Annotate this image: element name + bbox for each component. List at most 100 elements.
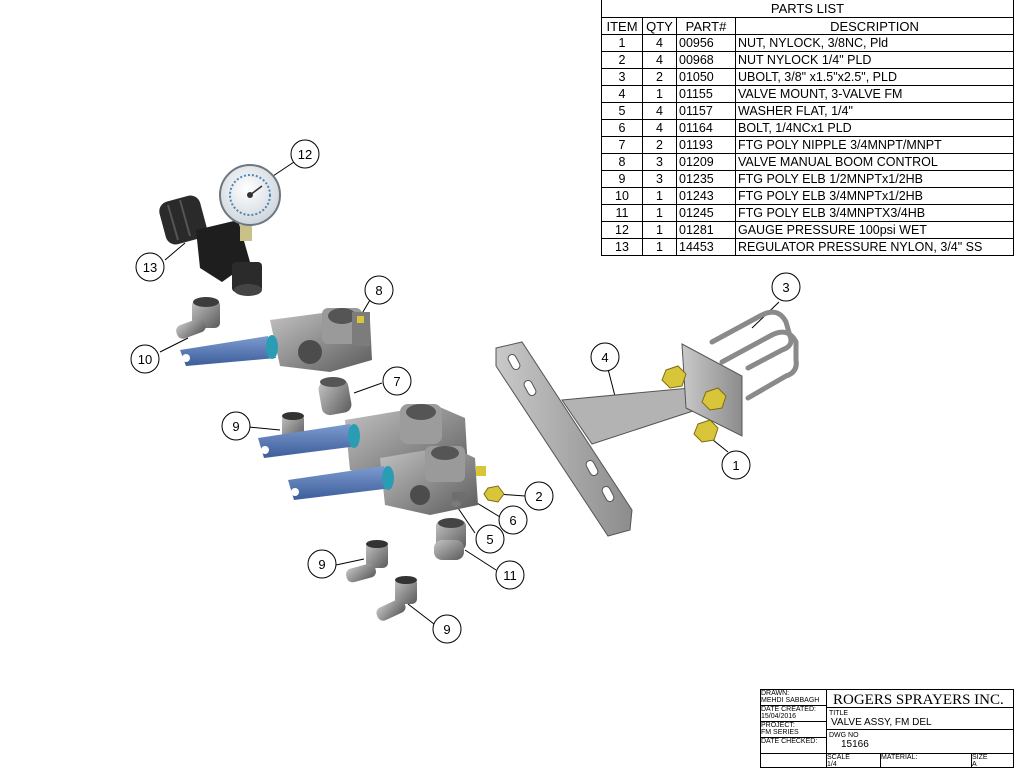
cell-qty: 1 xyxy=(642,238,677,256)
size-value: A xyxy=(972,761,977,768)
balloon-number: 8 xyxy=(375,283,382,298)
balloon-number: 1 xyxy=(732,458,739,473)
cell-qty: 2 xyxy=(642,136,677,154)
nipple-fitting-7 xyxy=(318,377,352,416)
cell-qty: 4 xyxy=(642,34,677,52)
date-created-label: DATE CREATED: xyxy=(761,706,816,713)
balloon-8: 8 xyxy=(364,275,394,305)
size-label: SIZE xyxy=(972,754,988,761)
size-cell: SIZE A xyxy=(971,753,1014,768)
cell-item: 12 xyxy=(601,221,643,239)
project-cell: PROJECT: FM SERIES xyxy=(760,721,827,738)
balloon-number: 12 xyxy=(298,147,312,162)
balloon-11: 11 xyxy=(495,560,525,590)
cell-description: FTG POLY NIPPLE 3/4MNPT/MNPT xyxy=(735,136,1014,154)
cell-item: 6 xyxy=(601,119,643,137)
balloon-number: 10 xyxy=(138,352,152,367)
balloon-circle xyxy=(221,411,251,441)
cell-item: 1 xyxy=(601,34,643,52)
balloon-number: 9 xyxy=(318,557,325,572)
balloon-circle xyxy=(382,366,412,396)
cell-qty: 1 xyxy=(642,187,677,205)
title-block: DRAWN: MEHDI SABBAGH ROGERS SPRAYERS INC… xyxy=(760,689,1014,768)
balloon-circle xyxy=(135,252,165,282)
cell-description: GAUGE PRESSURE 100psi WET xyxy=(735,221,1014,239)
elbow-fitting-10 xyxy=(176,297,220,339)
cell-description: FTG POLY ELB 1/2MNPTx1/2HB xyxy=(735,170,1014,188)
balloon-number: 6 xyxy=(509,513,516,528)
valve-top xyxy=(180,308,372,372)
balloon-circle xyxy=(364,275,394,305)
cell-qty: 4 xyxy=(642,102,677,120)
scale-cell: SCALE 1/4 xyxy=(826,753,881,768)
elbow-fitting-11 xyxy=(434,518,466,560)
drawn-value: MEHDI SABBAGH xyxy=(761,697,820,704)
dwg-no-label: DWG NO xyxy=(829,732,859,739)
cell-description: VALVE MANUAL BOOM CONTROL xyxy=(735,153,1014,171)
regulator-part xyxy=(159,195,262,296)
header-qty: QTY xyxy=(642,17,677,35)
material-cell: MATERIAL: xyxy=(880,753,972,768)
balloon-9: 9 xyxy=(307,549,337,579)
nylock-nuts xyxy=(661,365,727,443)
cell-description: FTG POLY ELB 3/4MNPTX3/4HB xyxy=(735,204,1014,222)
balloon-number: 13 xyxy=(143,260,157,275)
balloon-circle xyxy=(721,450,751,480)
washer-5 xyxy=(451,501,461,507)
cell-part: 01050 xyxy=(676,68,736,86)
cell-part: 01193 xyxy=(676,136,736,154)
balloon-circle xyxy=(475,524,505,554)
cell-item: 5 xyxy=(601,102,643,120)
balloon-4: 4 xyxy=(590,342,620,372)
cell-qty: 2 xyxy=(642,68,677,86)
blank-cell xyxy=(760,753,827,768)
balloon-6: 6 xyxy=(498,505,528,535)
project-value: FM SERIES xyxy=(761,729,799,736)
pressure-gauge-part xyxy=(219,164,281,241)
elbow-fitting-9c xyxy=(376,576,417,621)
nut-2 xyxy=(483,485,505,503)
cell-description: UBOLT, 3/8" x1.5"x2.5", PLD xyxy=(735,68,1014,86)
scale-label: SCALE xyxy=(827,754,850,761)
cell-qty: 1 xyxy=(642,221,677,239)
balloon-number: 5 xyxy=(486,532,493,547)
cell-qty: 1 xyxy=(642,85,677,103)
cell-item: 11 xyxy=(601,204,643,222)
header-description: DESCRIPTION xyxy=(735,17,1014,35)
balloon-circle xyxy=(590,342,620,372)
balloon-circle xyxy=(130,344,160,374)
parts-list-title: PARTS LIST xyxy=(601,0,1014,18)
balloon-circle xyxy=(290,139,320,169)
cell-item: 10 xyxy=(601,187,643,205)
balloon-7: 7 xyxy=(382,366,412,396)
balloon-circle xyxy=(498,505,528,535)
cell-qty: 3 xyxy=(642,170,677,188)
cell-item: 3 xyxy=(601,68,643,86)
balloon-number: 4 xyxy=(601,350,608,365)
project-label: PROJECT: xyxy=(761,722,795,729)
balloon-number: 2 xyxy=(535,489,542,504)
balloon-9: 9 xyxy=(432,614,462,644)
cell-part: 01243 xyxy=(676,187,736,205)
cell-part: 14453 xyxy=(676,238,736,256)
balloon-2: 2 xyxy=(524,481,554,511)
bolt-6 xyxy=(452,492,466,500)
title-value: VALVE ASSY, FM DEL xyxy=(831,717,932,728)
title-cell: TITLE VALVE ASSY, FM DEL xyxy=(826,707,1014,730)
balloon-number: 11 xyxy=(503,568,517,583)
dwg-no-value: 15166 xyxy=(841,739,869,750)
date-created-cell: DATE CREATED: 15/04/2016 xyxy=(760,705,827,722)
cell-description: VALVE MOUNT, 3-VALVE FM xyxy=(735,85,1014,103)
drawn-cell: DRAWN: MEHDI SABBAGH xyxy=(760,689,827,706)
date-created-value: 15/04/2016 xyxy=(761,713,797,720)
